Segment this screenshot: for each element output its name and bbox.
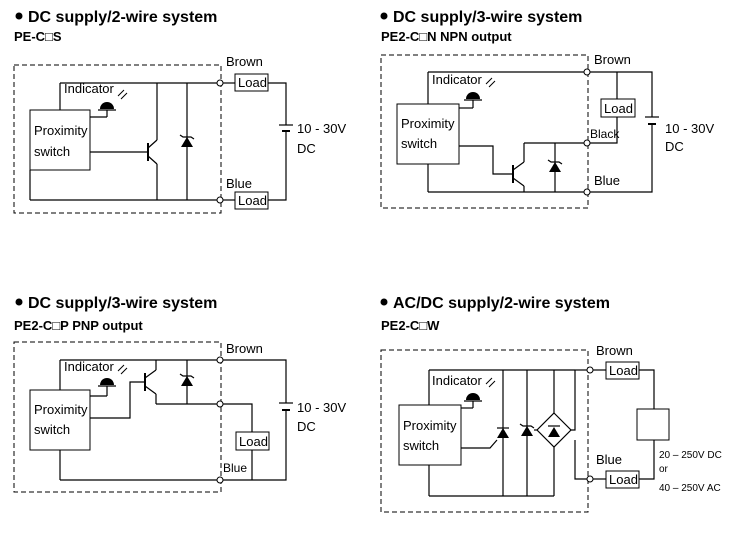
indicator-label: Indicator: [432, 72, 483, 87]
wire-label-blue: Blue: [226, 176, 252, 191]
supply-voltage: 10 - 30V: [665, 121, 714, 136]
proximity-switch-box: [398, 404, 462, 466]
switch-label-line2: switch: [34, 144, 70, 159]
panel-model: PE2-C□N NPN output: [381, 29, 512, 44]
wire-label-brown: Brown: [596, 343, 633, 358]
pnp-transistor-icon: [90, 360, 157, 419]
bullet-icon: [380, 298, 388, 306]
terminal-brown: [216, 356, 224, 364]
switch-label-line1: Proximity: [34, 123, 88, 138]
panel-model: PE2-C□P PNP output: [14, 318, 143, 333]
sensor-housing: [13, 341, 222, 493]
wire-label-black: Black: [590, 127, 620, 141]
ac-supply-box: [636, 408, 670, 441]
load-box: [235, 431, 270, 451]
wire-label-brown: Brown: [226, 341, 263, 356]
panel-title: DC supply/2-wire system: [28, 9, 217, 26]
zener-diode-icon: [519, 370, 535, 496]
bridge-rectifier-icon: [534, 370, 576, 496]
load-box: [600, 98, 636, 118]
indicator-label: Indicator: [64, 359, 115, 374]
load-label-top: Load: [238, 75, 267, 90]
terminal-brown: [216, 79, 224, 87]
switch-label-line1: Proximity: [403, 418, 457, 433]
load-label-bottom: Load: [238, 193, 267, 208]
proximity-switch-box: [29, 389, 91, 451]
supply-voltage: 10 - 30V: [297, 400, 346, 415]
sensor-housing: [380, 349, 589, 513]
supply-type: DC: [297, 141, 316, 156]
switch-label-line1: Proximity: [401, 116, 455, 131]
terminal-blue: [216, 476, 224, 484]
switch-label-line2: switch: [403, 438, 439, 453]
bullet-icon: [380, 12, 388, 20]
panel-dc-3wire-npn: DC supply/3-wire system PE2-C□N NPN outp…: [380, 9, 714, 209]
sensor-housing: [380, 54, 589, 209]
load-label: Load: [604, 101, 633, 116]
proximity-switch-box: [396, 103, 460, 165]
wire-label-blue: Blue: [223, 461, 247, 475]
wire-label-blue: Blue: [596, 452, 622, 467]
supply-type: DC: [665, 139, 684, 154]
indicator-label: Indicator: [64, 81, 115, 96]
terminal-black: [216, 400, 224, 408]
panel-title: DC supply/3-wire system: [393, 9, 582, 26]
zener-diode-icon: [179, 360, 195, 404]
load-label-top: Load: [609, 363, 638, 378]
supply-or: or: [659, 464, 669, 475]
wire-label-brown: Brown: [594, 52, 631, 67]
supply-voltage: 10 - 30V: [297, 121, 346, 136]
terminal-blue: [586, 475, 594, 483]
proximity-switch-box: [29, 109, 91, 171]
bullet-icon: [15, 298, 23, 306]
transistor-icon: [90, 83, 158, 200]
indicator-label: Indicator: [432, 373, 483, 388]
panel-dc-3wire-pnp: DC supply/3-wire system PE2-C□P PNP outp…: [13, 295, 346, 493]
supply-type: DC: [297, 419, 316, 434]
terminal-brown: [583, 68, 591, 76]
wire-label-brown: Brown: [226, 54, 263, 69]
battery-icon: [645, 116, 659, 131]
panel-model: PE-C□S: [14, 29, 62, 44]
bullet-icon: [15, 12, 23, 20]
terminal-blue: [216, 196, 224, 204]
supply-voltage-dc: 20 – 250V DC: [659, 450, 722, 461]
load-label-bottom: Load: [609, 472, 638, 487]
panel-acdc-2wire: AC/DC supply/2-wire system PE2-C□W Proxi…: [380, 295, 722, 513]
terminal-blue: [583, 188, 591, 196]
terminal-brown: [586, 366, 594, 374]
sensor-housing: [13, 64, 222, 214]
battery-icon: [279, 124, 293, 138]
switch-label-line2: switch: [34, 422, 70, 437]
zener-diode-icon: [547, 143, 563, 192]
npn-transistor-icon: [459, 143, 525, 192]
panel-title: AC/DC supply/2-wire system: [393, 295, 610, 312]
panel-title: DC supply/3-wire system: [28, 295, 217, 312]
wire-label-blue: Blue: [594, 173, 620, 188]
load-label: Load: [239, 434, 268, 449]
zener-diode-icon: [179, 83, 195, 200]
switch-label-line1: Proximity: [34, 402, 88, 417]
supply-voltage-ac: 40 – 250V AC: [659, 483, 721, 494]
thyristor-icon: [461, 370, 509, 496]
panel-model: PE2-C□W: [381, 318, 440, 333]
panel-dc-2wire: DC supply/2-wire system PE-C□S Proximity…: [13, 9, 346, 214]
battery-icon: [279, 402, 293, 417]
indicator-led-icon: [98, 364, 128, 387]
switch-label-line2: switch: [401, 136, 437, 151]
